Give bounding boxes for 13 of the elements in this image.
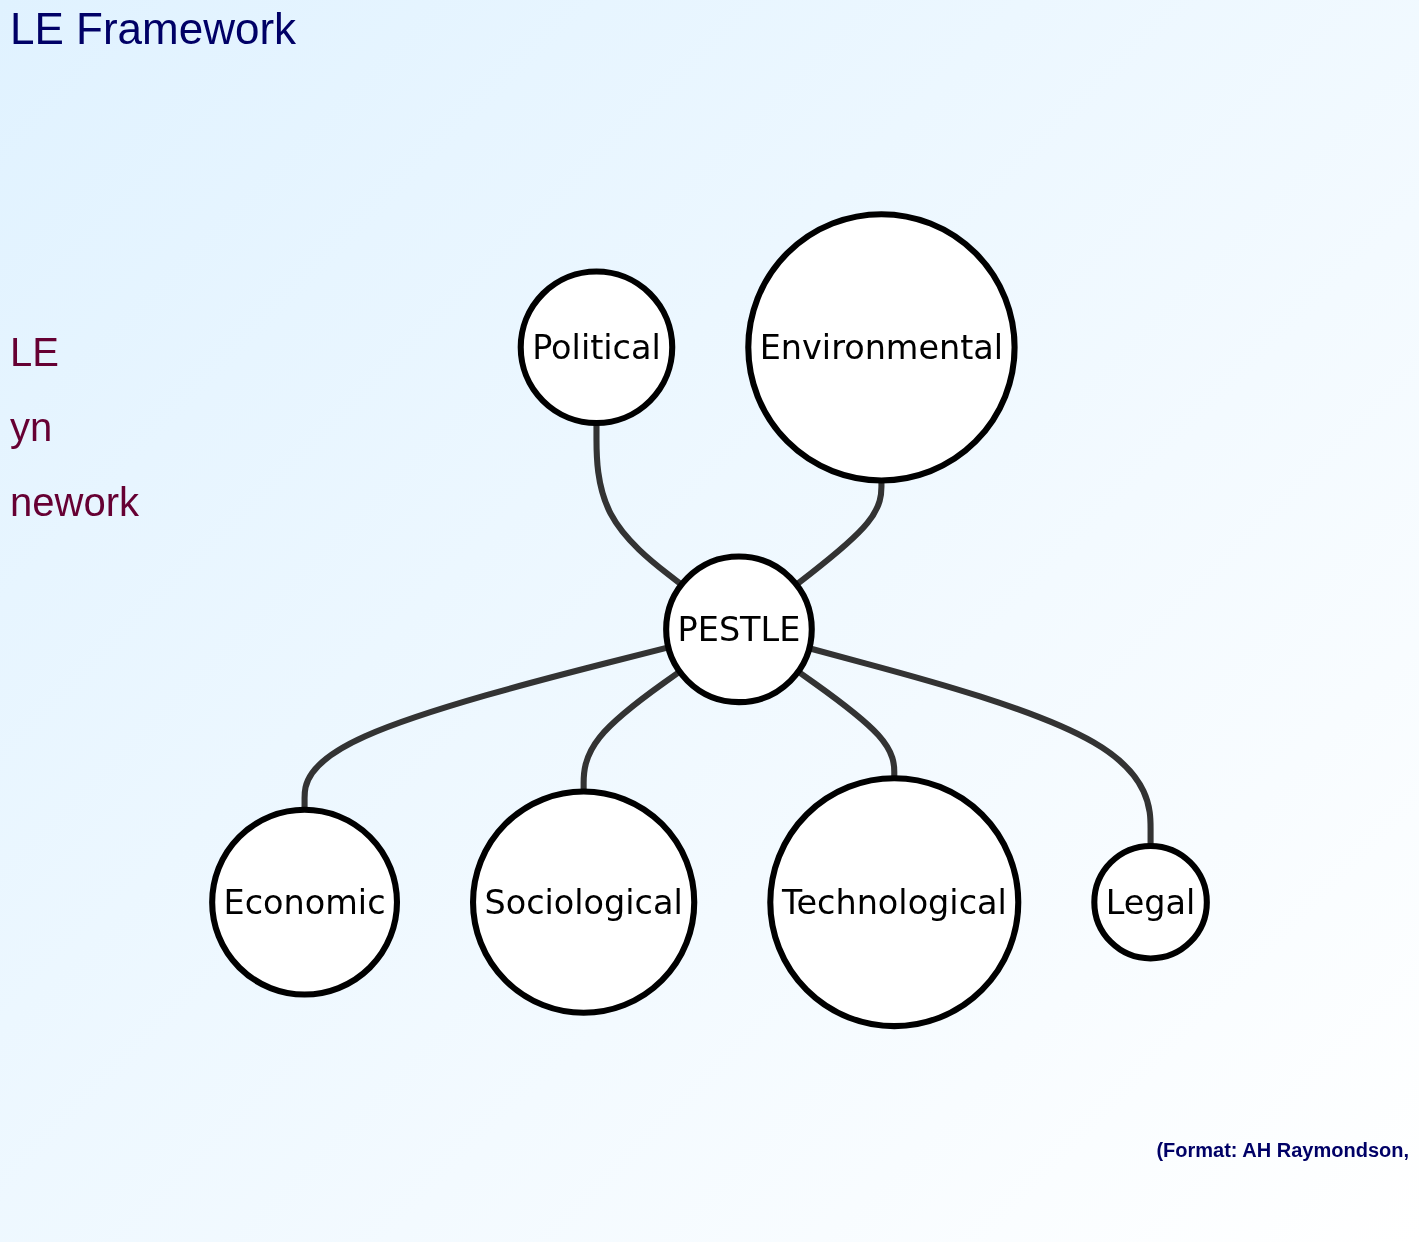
connector bbox=[580, 668, 682, 792]
source-credit: (Format: AH Raymondson, bbox=[1156, 1139, 1409, 1162]
title: LE Framework bbox=[10, 4, 297, 54]
node-circle: Sociological bbox=[470, 788, 698, 1016]
node-circle: Economic bbox=[209, 806, 401, 998]
node-circle: Technological bbox=[767, 774, 1022, 1030]
side-text: LE bbox=[10, 330, 60, 375]
node-circle: Political bbox=[517, 268, 676, 426]
node-circle: Environmental bbox=[745, 210, 1018, 484]
node-circle: Legal bbox=[1091, 842, 1210, 962]
node-circle: PESTLE bbox=[663, 553, 815, 705]
side-text: yn bbox=[10, 405, 54, 450]
side-text: nework bbox=[10, 480, 140, 525]
